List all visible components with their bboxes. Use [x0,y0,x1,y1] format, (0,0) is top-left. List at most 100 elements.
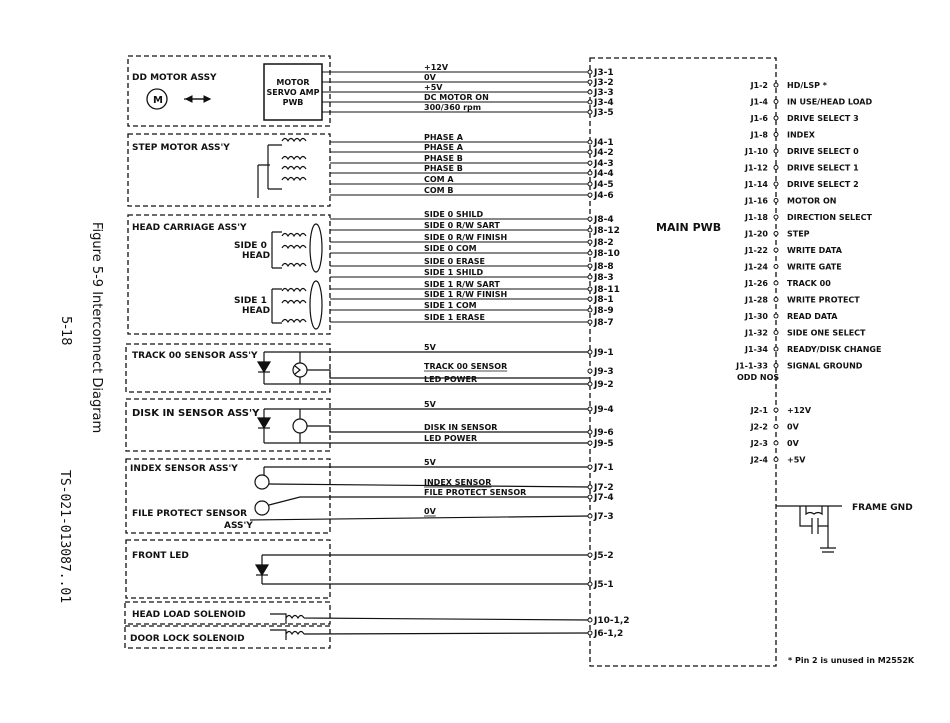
j1-pin-label: J1-1-33 [735,362,768,371]
j1-pin-label: J1-28 [744,296,768,305]
pin-label: J8-10 [593,249,620,259]
wire-signal-label: 0V [424,73,437,82]
wire-signal-label: FILE PROTECT SENSOR [424,488,526,497]
pin-terminal [587,89,593,95]
pin-terminal [587,99,593,105]
dd-motor-box [127,55,331,127]
j1-signal-label: READ DATA [787,312,838,321]
pin-label: J4-3 [593,159,614,169]
j2-pin-terminal [773,440,779,446]
pin-terminal [587,216,593,222]
side0-head-line2: HEAD [242,251,270,261]
pin-label: J6-1,2 [593,629,623,639]
j1-pin-terminal [773,330,779,335]
j1-pin-terminal [773,313,779,319]
pin-label: J4-4 [593,169,614,179]
wire-signal-label: SIDE 1 SHILD [424,268,484,277]
head-carriage-coils [271,223,323,330]
wire-signal-label: 300/360 rpm [424,103,481,112]
j1-pin-label: J1-20 [744,230,768,239]
j1-pin-label: J1-4 [750,98,769,107]
front-led-title: FRONT LED [132,551,189,561]
pin-terminal [587,630,593,636]
wire-signal-label: PHASE B [424,154,463,163]
j2-pin-label: J2-2 [750,423,768,432]
pin-label: J8-7 [593,318,614,328]
j1-pin-terminal [773,198,779,203]
servo-box-line1: MOTOR [276,78,309,87]
motor-m-label: M [153,95,163,106]
file-protect-title-line2: ASS'Y [224,521,253,531]
file-protect-title-line1: FILE PROTECT SENSOR [132,509,247,519]
frame-gnd-label: FRAME GND [852,503,913,513]
odd-nos-label: ODD NOS [737,373,779,382]
head-carriage-box [127,214,331,335]
wire-signal-label: COM A [424,175,454,184]
wire-signal-label: 5V [424,458,437,467]
j1-signal-label: TRACK 00 [787,279,831,288]
j1-pin-label: J1-2 [750,81,768,90]
pin-terminal [587,192,593,198]
j2-signal-label: 0V [787,423,800,432]
wire-signal-label: SIDE 0 COM [424,244,477,253]
pin-terminal [587,149,593,155]
track00-box [125,343,331,393]
j1-pin-label: J1-32 [744,329,768,338]
pin-label: J9-2 [593,380,614,390]
pin-terminal [587,181,593,187]
step-motor-title: STEP MOTOR ASS'Y [132,143,230,153]
j1-signal-label: DRIVE SELECT 3 [787,114,859,123]
main-pwb-box [589,57,777,667]
pin-label: J9-1 [593,348,614,358]
pin-terminal [587,274,593,280]
wire-signal-label: SIDE 1 COM [424,301,477,310]
j1-signal-label: IN USE/HEAD LOAD [787,98,872,107]
j1-pin-label: J1-16 [744,197,768,206]
pin-terminal [587,69,593,75]
door-lock-box [124,625,331,649]
index-sensor-title: INDEX SENSOR ASS'Y [130,464,238,474]
wire-signal-label: SIDE 0 ERASE [424,257,485,266]
j1-pin-terminal [773,264,779,269]
j1-signal-label: SIGNAL GROUND [787,362,863,371]
wire-signal-label: PHASE A [424,133,464,142]
pin-label: J8-11 [593,285,620,295]
j1-pin-label: J1-14 [744,180,768,189]
j1-pin-label: J1-10 [744,147,768,156]
pin-label: J7-3 [593,512,614,522]
pin-label: J9-6 [593,428,614,438]
j1-pin-label: J1-12 [744,164,768,173]
pin-terminal [587,263,593,269]
pin-terminal [587,250,593,256]
pin-terminal [587,349,593,355]
j2-pin-label: J2-1 [750,406,769,415]
pin-label: J5-2 [593,551,614,561]
j1-pin-terminal [773,82,779,88]
wire-signal-label: DISK IN SENSOR [424,423,497,432]
pin-label: J8-8 [593,262,614,272]
servo-box-line3: PWB [283,98,304,107]
j1-pin-terminal [773,231,779,236]
pin-label: J3-1 [593,68,614,78]
frame-gnd-symbol [776,505,842,553]
pin-label: J4-1 [593,138,614,148]
wire-signal-label: SIDE 0 R/W FINISH [424,233,507,242]
pin-terminal [587,296,593,302]
pin-label: J3-2 [593,78,614,88]
j1-pin-label: J1-6 [750,114,769,123]
j2-pin-terminal [773,424,779,429]
j1-pin-terminal [773,247,779,253]
pin-terminal [587,513,593,519]
pin-label: J8-1 [593,295,614,305]
j1-signal-label: DRIVE SELECT 2 [787,180,859,189]
j1-pin-terminal [773,148,779,154]
j1-pin-terminal [773,165,779,170]
pin-label: J5-1 [593,580,614,590]
dd-motor-title: DD MOTOR ASSY [132,73,217,83]
step-motor-box [127,133,331,207]
pin-terminal [587,239,593,245]
j1-pin-label: J1-18 [744,213,768,222]
j1-signal-label: WRITE GATE [787,263,842,272]
j2-signal-label: +12V [787,406,812,415]
